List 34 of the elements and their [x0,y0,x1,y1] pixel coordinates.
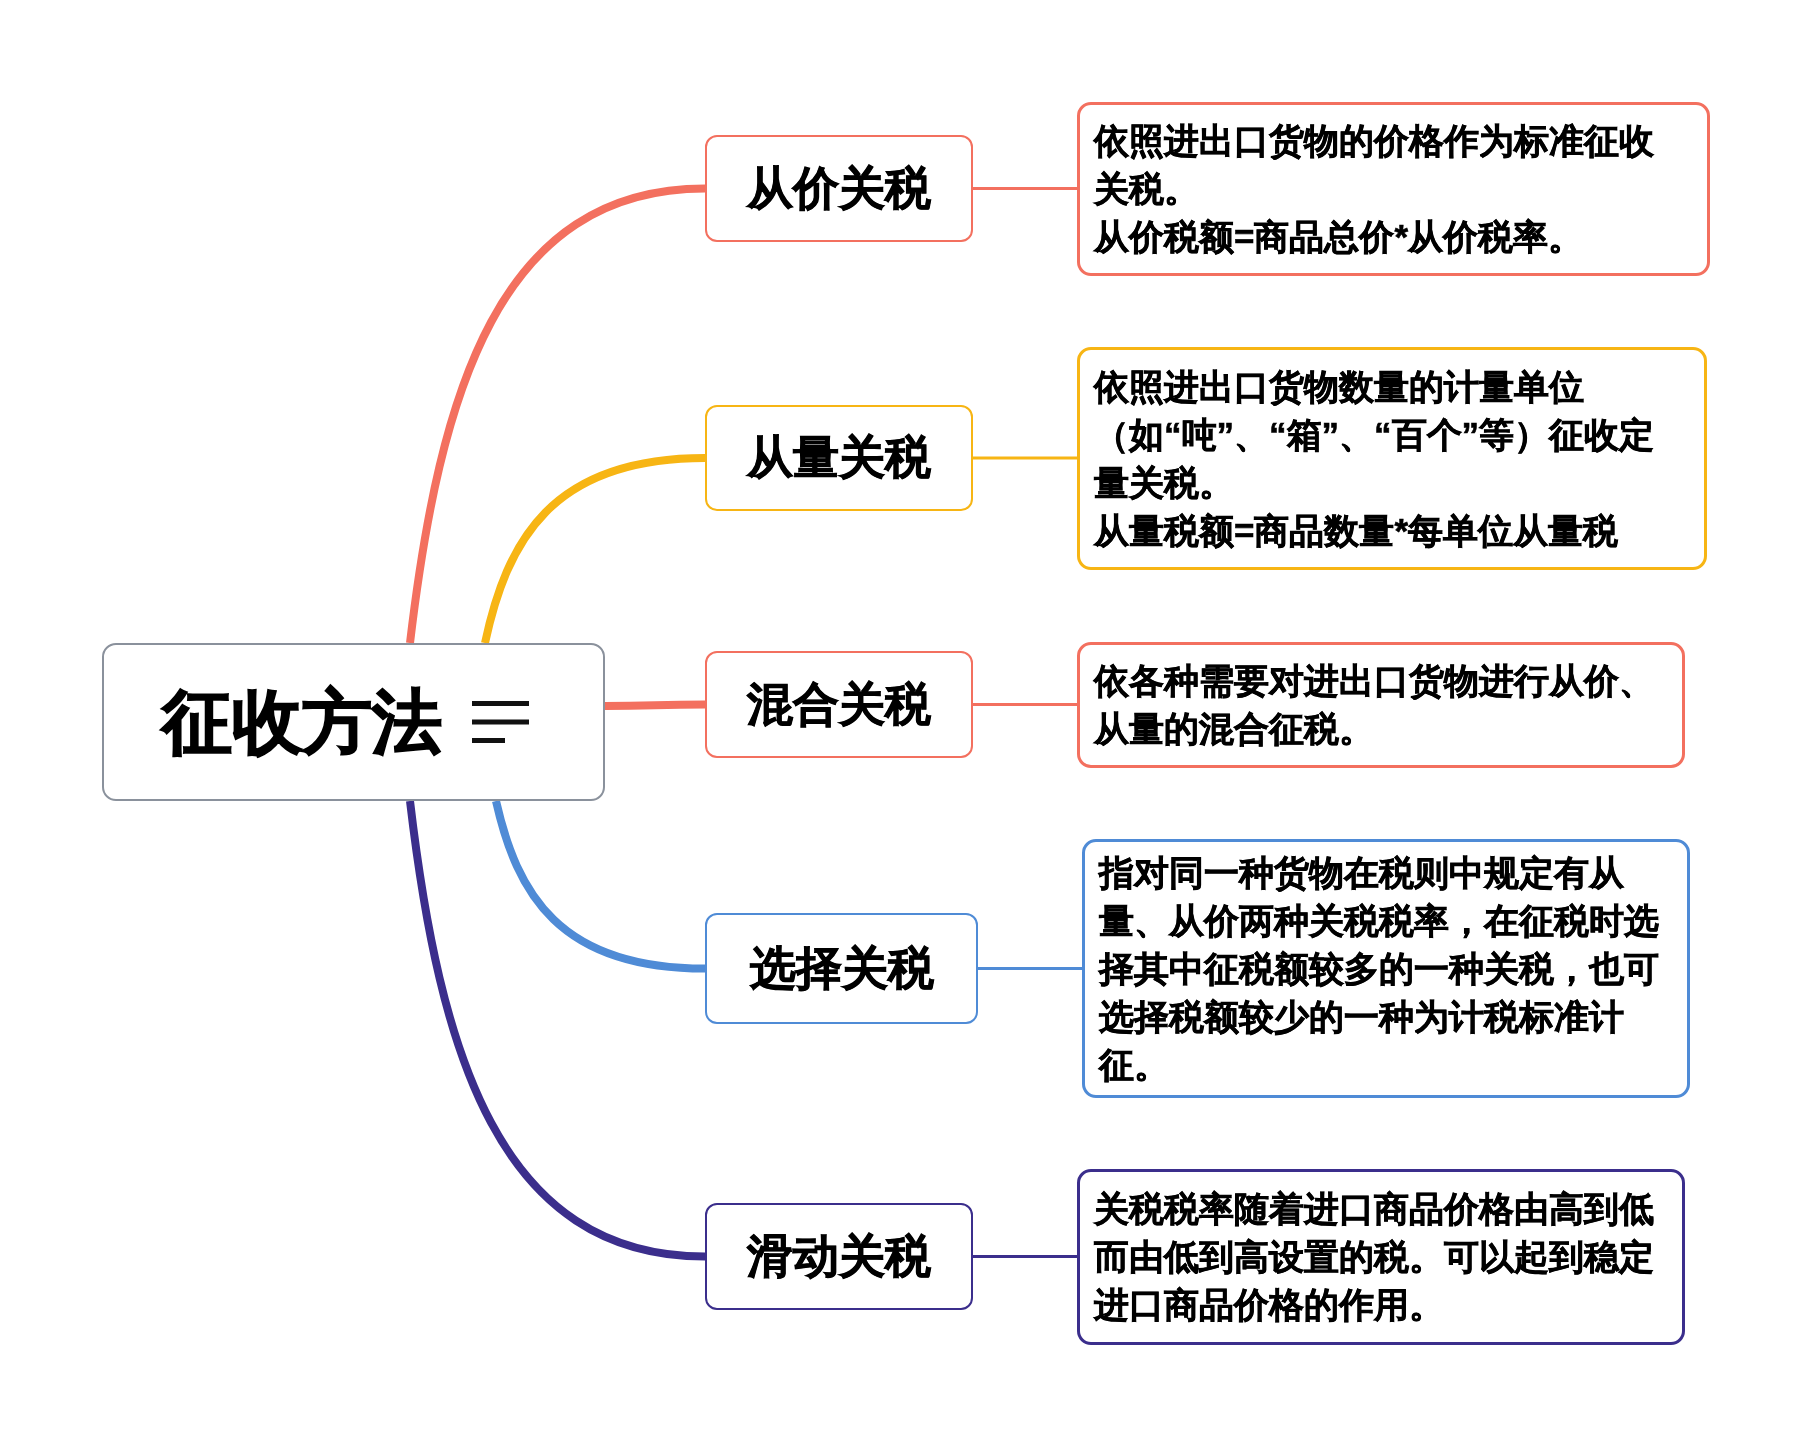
branch-label: 从量关税 [747,430,931,486]
note-text: 从量税额=商品数量*每单位从量税 [1094,509,1620,552]
note-text: 关税税率随着进口商品价格由高到低而由低到高设置的税。可以起到稳定进口商品价格的作用。 [1094,1188,1655,1326]
curved-connector [406,184,706,644]
branch-label: 从价关税 [747,160,931,216]
branch-box [705,913,978,1024]
note-box [1077,102,1710,276]
connector-line [978,967,1082,970]
connector-line [973,1255,1077,1258]
connector-line [973,456,1077,460]
branch-label: 滑动关税 [747,1228,931,1284]
note-box [1077,642,1685,768]
note-text: 依照进出口货物数量的计量单位（如“吨”、“箱”、“百个”等）征收定量关税。 [1094,365,1655,504]
branch-label: 选择关税 [749,940,934,996]
note-text: 依各种需要对进出口货物进行从价、从量的混合征税。 [1094,660,1655,750]
curved-connector [605,700,705,710]
note-box [1077,347,1707,570]
note-box [1077,1169,1685,1345]
note-box [1082,839,1690,1098]
topic-box [102,643,605,801]
curved-connector [481,454,706,644]
connector-line [973,703,1077,706]
branch-box [705,651,973,758]
connector-line [973,187,1077,190]
branch-box [705,135,973,242]
note-text: 指对同一种货物在税则中规定有从量、从价两种关税税率，在征税时选择其中征税额较多的一种关税，也可选择税额较少的一种为计税标准计征。 [1099,851,1660,1086]
branch-box [705,1203,973,1310]
branch-label: 混合关税 [747,676,931,732]
curved-connector [406,800,706,1261]
note-text: 依照进出口货物的价格作为标准征收关税。 [1094,120,1655,210]
topic-title: 征收方法 [162,687,442,757]
curved-connector [492,800,706,973]
branch-box [705,405,973,511]
note-text: 从价税额=商品总价*从价税率。 [1094,216,1585,258]
